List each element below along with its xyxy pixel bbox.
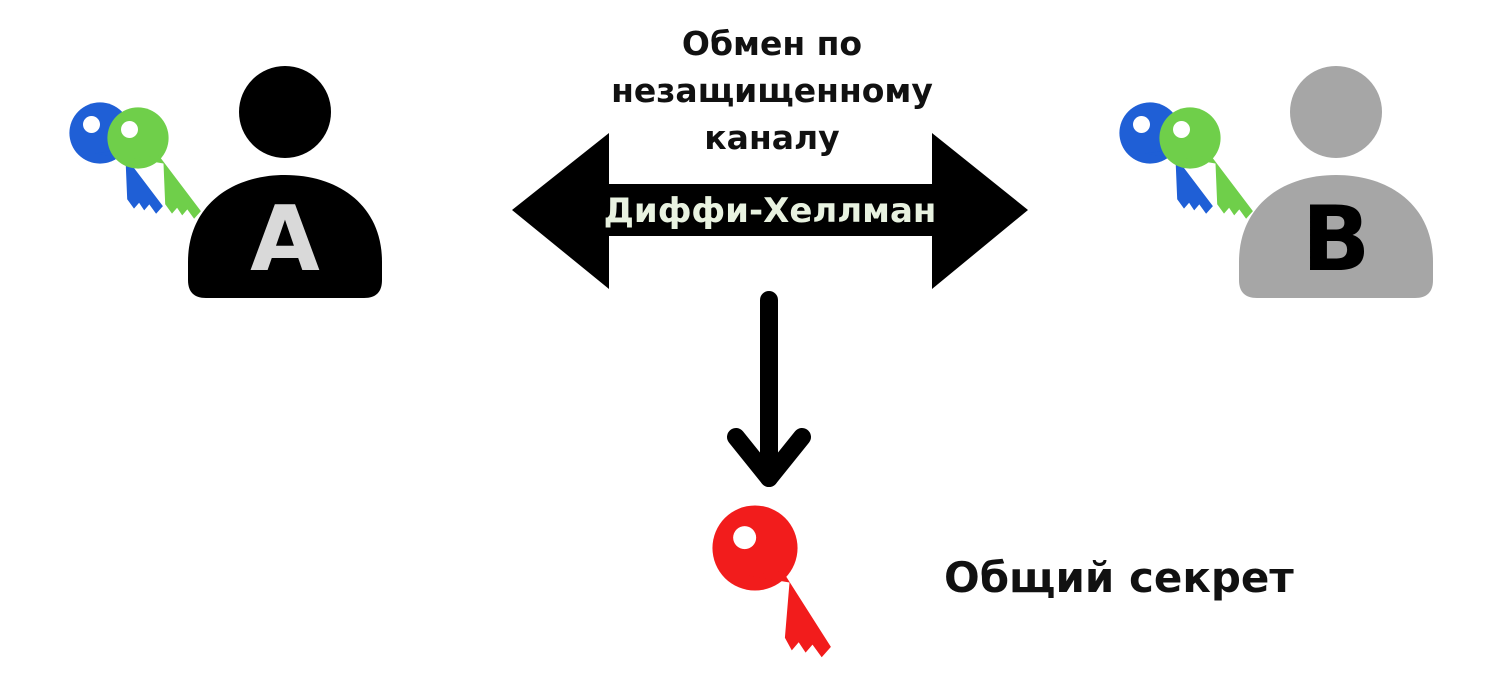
party-b-letter: B bbox=[1302, 187, 1371, 292]
channel-title-line-3: каналу bbox=[704, 118, 840, 157]
channel-title: Обмен по незащищенному каналу bbox=[572, 20, 972, 161]
party-a-key-green-icon bbox=[107, 107, 201, 219]
party-a-letter: A bbox=[250, 187, 320, 292]
party-b-key-green-icon bbox=[1159, 107, 1253, 219]
shared-secret-key-icon bbox=[712, 505, 831, 658]
party-a-person-icon bbox=[188, 66, 382, 298]
channel-title-line-2: незащищенному bbox=[611, 71, 933, 110]
result-down-arrow bbox=[727, 291, 811, 487]
channel-title-line-1: Обмен по bbox=[681, 24, 863, 63]
shared-secret-label: Общий секрет bbox=[944, 553, 1294, 602]
party-b-person-icon bbox=[1239, 66, 1433, 298]
channel-double-arrow bbox=[512, 133, 1028, 289]
protocol-label: Диффи-Хеллман bbox=[604, 191, 937, 231]
